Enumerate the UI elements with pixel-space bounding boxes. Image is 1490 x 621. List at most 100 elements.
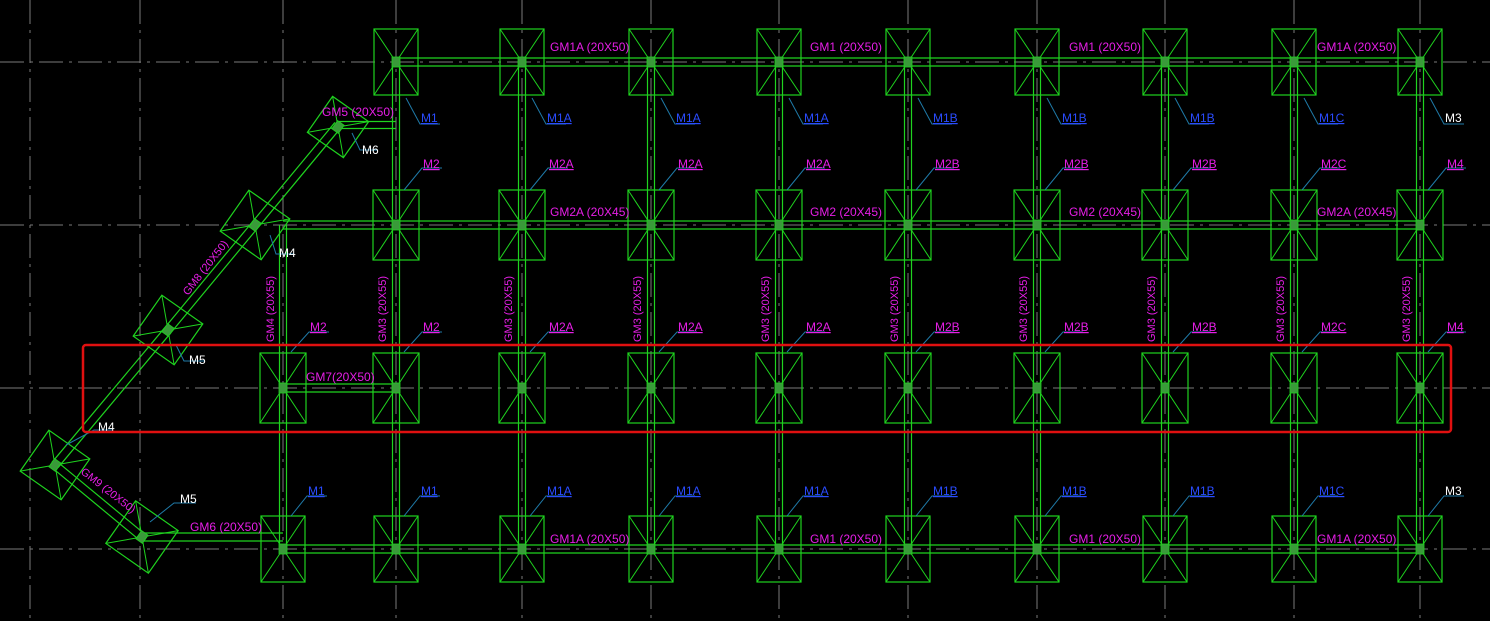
footing-label: M1C bbox=[1319, 484, 1345, 498]
footing[interactable] bbox=[755, 352, 803, 424]
footing-label: M1A bbox=[547, 111, 572, 125]
footing[interactable] bbox=[885, 28, 931, 96]
footing[interactable] bbox=[104, 499, 180, 575]
footing[interactable] bbox=[498, 189, 546, 261]
footing[interactable] bbox=[260, 515, 306, 583]
leader-line bbox=[65, 429, 112, 446]
footing[interactable] bbox=[1013, 352, 1061, 424]
footing[interactable] bbox=[1142, 515, 1188, 583]
footing-label: M2B bbox=[1192, 157, 1217, 171]
footing[interactable] bbox=[1396, 352, 1444, 424]
footing[interactable] bbox=[1014, 28, 1060, 96]
footing[interactable] bbox=[259, 352, 307, 424]
footing-label: M5 bbox=[180, 492, 197, 506]
footing-label: M2 bbox=[310, 320, 327, 334]
leader-line bbox=[1174, 97, 1209, 125]
footing-label: M1B bbox=[1190, 484, 1215, 498]
footing[interactable] bbox=[219, 189, 291, 261]
leader-line bbox=[149, 502, 196, 523]
footing[interactable] bbox=[499, 515, 545, 583]
beam-label: GM1 (20X50) bbox=[810, 532, 882, 546]
footing[interactable] bbox=[627, 352, 675, 424]
footing[interactable] bbox=[1141, 189, 1189, 261]
footing[interactable] bbox=[884, 352, 932, 424]
footing[interactable] bbox=[373, 515, 419, 583]
footing[interactable] bbox=[1270, 352, 1318, 424]
footing[interactable] bbox=[756, 515, 802, 583]
leader-line bbox=[1427, 495, 1464, 517]
footing-label: M3 bbox=[1445, 484, 1462, 498]
footing[interactable] bbox=[1142, 28, 1188, 96]
leader-line bbox=[403, 167, 442, 191]
footing-label: M2A bbox=[806, 320, 831, 334]
leader-line bbox=[529, 495, 566, 517]
footing[interactable] bbox=[885, 515, 931, 583]
beam-label: GM1A (20X50) bbox=[1317, 40, 1396, 54]
footing[interactable] bbox=[1397, 28, 1443, 96]
footing[interactable] bbox=[627, 189, 675, 261]
footing[interactable] bbox=[628, 515, 674, 583]
leader-line bbox=[1044, 495, 1081, 517]
footing[interactable] bbox=[1270, 189, 1318, 261]
footing-label: M1A bbox=[547, 484, 572, 498]
beam-label: GM2 (20X45) bbox=[1069, 205, 1141, 219]
beam-label: GM1 (20X50) bbox=[1069, 532, 1141, 546]
vertical-beam-label: GM3 (20X55) bbox=[503, 276, 515, 342]
footing-label: M1B bbox=[1190, 111, 1215, 125]
footing[interactable] bbox=[306, 95, 370, 159]
footing[interactable] bbox=[1014, 515, 1060, 583]
footing[interactable] bbox=[372, 352, 420, 424]
leader-line bbox=[658, 167, 697, 191]
vertical-beam-label: GM3 (20X55) bbox=[1018, 276, 1030, 342]
leader-line bbox=[1044, 167, 1083, 191]
footing[interactable] bbox=[1271, 515, 1317, 583]
leader-line bbox=[175, 344, 204, 362]
footing-label: M3 bbox=[1445, 111, 1462, 125]
leader-line bbox=[351, 132, 378, 151]
footing-label: M1C bbox=[1319, 111, 1345, 125]
beam-edge bbox=[57, 461, 145, 535]
footing-label: M2A bbox=[806, 157, 831, 171]
footing[interactable] bbox=[372, 189, 420, 261]
footing-label: M2A bbox=[549, 157, 574, 171]
footing[interactable] bbox=[498, 352, 546, 424]
footing[interactable] bbox=[628, 28, 674, 96]
leader-line bbox=[1429, 97, 1464, 125]
footing[interactable] bbox=[884, 189, 932, 261]
footing[interactable] bbox=[1397, 515, 1443, 583]
selection-rectangle[interactable] bbox=[81, 343, 1453, 434]
vertical-beam-label: GM3 (20X55) bbox=[1401, 276, 1413, 342]
footing-label: M1B bbox=[1062, 484, 1087, 498]
footing[interactable] bbox=[1271, 28, 1317, 96]
footing-label: M1 bbox=[421, 111, 438, 125]
beam-edge bbox=[170, 227, 259, 333]
leader-line bbox=[917, 97, 952, 125]
leader-line bbox=[529, 167, 568, 191]
footing-label: M1A bbox=[676, 111, 701, 125]
footing[interactable] bbox=[756, 28, 802, 96]
leader-line bbox=[403, 495, 440, 517]
footing[interactable] bbox=[1141, 352, 1189, 424]
leader-line bbox=[786, 495, 823, 517]
footing[interactable] bbox=[1396, 189, 1444, 261]
footing[interactable] bbox=[499, 28, 545, 96]
footing-label: M1A bbox=[676, 484, 701, 498]
leader-line bbox=[1172, 167, 1211, 191]
footing[interactable] bbox=[755, 189, 803, 261]
vertical-beam-label: GM3 (20X55) bbox=[632, 276, 644, 342]
leader-line bbox=[405, 97, 440, 125]
footing-label: M2B bbox=[1064, 320, 1089, 334]
footing-label: M2A bbox=[678, 157, 703, 171]
beam-label: GM1A (20X50) bbox=[1317, 532, 1396, 546]
beam-edge bbox=[164, 222, 253, 328]
footing-label: M1 bbox=[421, 484, 438, 498]
leader-line bbox=[915, 167, 954, 191]
footing[interactable] bbox=[373, 28, 419, 96]
beam-label: GM2 (20X45) bbox=[810, 205, 882, 219]
footing[interactable] bbox=[1013, 189, 1061, 261]
footing-label: M2 bbox=[423, 320, 440, 334]
footing-label: M2B bbox=[1064, 157, 1089, 171]
footing[interactable] bbox=[19, 429, 91, 501]
